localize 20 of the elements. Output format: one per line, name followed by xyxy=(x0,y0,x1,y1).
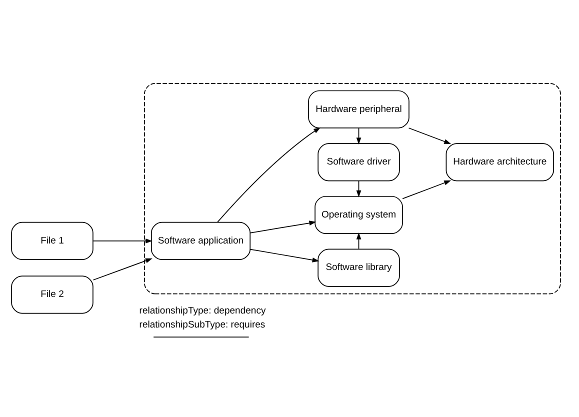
arrow xyxy=(408,128,452,144)
arrow xyxy=(356,232,362,250)
node-box: File 1 xyxy=(11,222,94,260)
arrow xyxy=(356,128,362,144)
arrow xyxy=(250,248,320,262)
node-box: Hardware architecture xyxy=(446,143,554,182)
legend-label: relationshipType: dependency xyxy=(139,306,266,317)
arrow xyxy=(217,127,321,223)
node-box: Software driver xyxy=(318,143,400,182)
node-box: Hardware peripheral xyxy=(308,90,410,128)
arrow xyxy=(356,180,362,198)
arrow xyxy=(92,258,152,280)
node-box: File 2 xyxy=(11,276,94,314)
node-box: Operating system xyxy=(314,196,403,234)
arrow xyxy=(402,180,452,200)
node-box: Software application xyxy=(150,222,251,260)
arrow xyxy=(250,220,316,234)
arrow xyxy=(92,238,153,244)
legend-label: relationshipSubType: requires xyxy=(139,319,266,330)
node-box: Software library xyxy=(318,248,400,287)
